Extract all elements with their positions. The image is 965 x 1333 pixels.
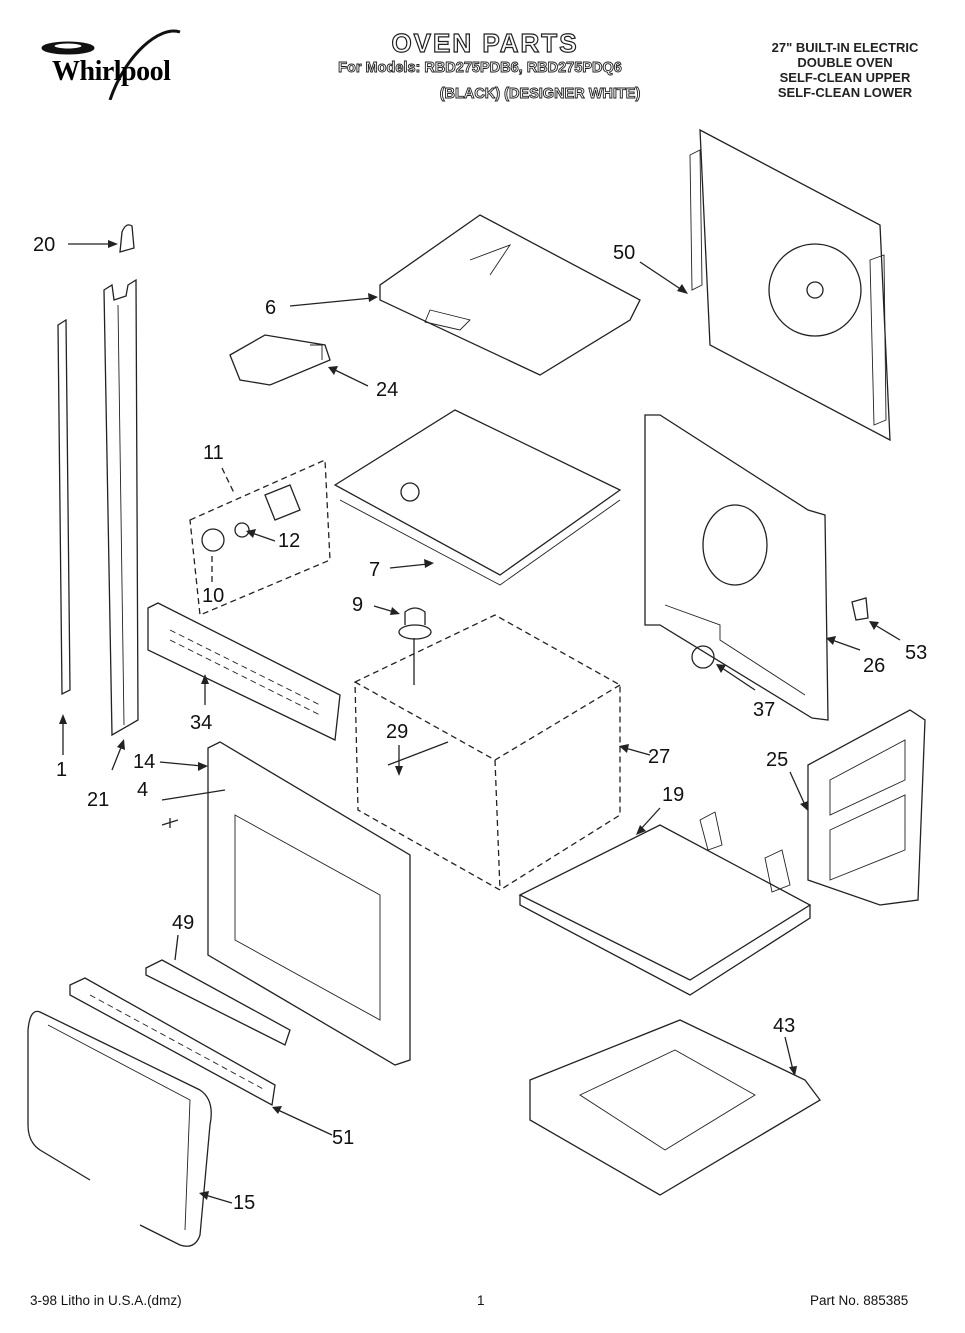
callout-leaders <box>59 240 901 1204</box>
callout-49: 49 <box>172 912 195 934</box>
model-variants: (BLACK) (DESIGNER WHITE) <box>439 86 641 103</box>
part-20-clip <box>119 224 135 253</box>
part-12-bezel <box>234 522 250 538</box>
callout-37: 37 <box>753 699 776 721</box>
callout-11: 11 <box>203 442 224 464</box>
part-21-side-trim <box>103 278 139 737</box>
callout-50: 50 <box>613 242 636 264</box>
callout-20: 20 <box>33 234 56 256</box>
description-line: DOUBLE OVEN <box>797 55 893 70</box>
callout-4: 4 <box>137 779 149 801</box>
callout-6: 6 <box>265 297 277 319</box>
part-1-trim-strip <box>57 318 71 696</box>
part-15-gasket <box>27 1010 212 1247</box>
part-14-door-frame <box>207 741 411 1066</box>
part-7-heat-shield <box>333 409 622 576</box>
part-50-rear-panel <box>699 128 891 442</box>
callout-14: 14 <box>133 751 156 773</box>
part-49-trim <box>145 959 291 1046</box>
product-description: 27" BUILT-IN ELECTRIC DOUBLE OVEN SELF-C… <box>745 40 945 100</box>
part-number: Part No. 885385 <box>810 1293 909 1308</box>
part-4-screw <box>161 818 179 828</box>
part-29-element <box>387 741 449 766</box>
part-53-switch <box>851 597 869 621</box>
part-37-thermal-cutoff <box>691 645 715 669</box>
part-10-knob <box>201 528 225 552</box>
callout-19: 19 <box>662 784 685 806</box>
description-line: 27" BUILT-IN ELECTRIC <box>771 40 919 55</box>
part-25-side-panel <box>807 709 926 906</box>
page-title: OVEN PARTS <box>391 27 579 58</box>
callout-10: 10 <box>202 585 225 607</box>
brand-name: Whirlpool <box>52 56 171 87</box>
callout-27: 27 <box>648 746 671 768</box>
part-27-oven-cavity <box>354 614 621 891</box>
part-26-side-panel <box>644 414 829 721</box>
print-info: 3-98 Litho in U.S.A.(dmz) <box>30 1293 182 1308</box>
callout-7: 7 <box>369 559 381 581</box>
callout-1: 1 <box>56 759 68 781</box>
callout-21: 21 <box>87 789 110 811</box>
description-line: SELF-CLEAN UPPER <box>779 70 911 85</box>
callout-51: 51 <box>332 1127 355 1149</box>
part-9-thermostat <box>398 624 432 640</box>
callout-9: 9 <box>352 594 364 616</box>
whirlpool-logo: Whirlpool <box>30 20 205 100</box>
callout-34: 34 <box>190 712 213 734</box>
callout-15: 15 <box>233 1192 256 1214</box>
part-24-bracket <box>229 334 331 386</box>
part-43-bottom-pan <box>529 1019 821 1196</box>
whirlpool-swirl-logo-icon <box>41 29 181 100</box>
part-11-switch <box>264 484 301 521</box>
model-numbers: For Models: RBD275PDB6, RBD275PDQ6 <box>338 60 623 77</box>
callout-24: 24 <box>376 379 399 401</box>
part-51-vent-trim <box>69 977 276 1107</box>
callout-25: 25 <box>766 749 789 771</box>
callout-53: 53 <box>905 642 928 664</box>
callout-29: 29 <box>386 721 409 743</box>
page-number: 1 <box>477 1293 485 1308</box>
part-6-air-duct <box>379 214 641 376</box>
description-line: SELF-CLEAN LOWER <box>777 85 913 100</box>
part-34-control-panel <box>147 602 341 741</box>
callout-43: 43 <box>773 1015 796 1037</box>
callout-12: 12 <box>278 530 301 552</box>
part-19-tray <box>518 824 812 981</box>
callout-26: 26 <box>863 655 886 677</box>
